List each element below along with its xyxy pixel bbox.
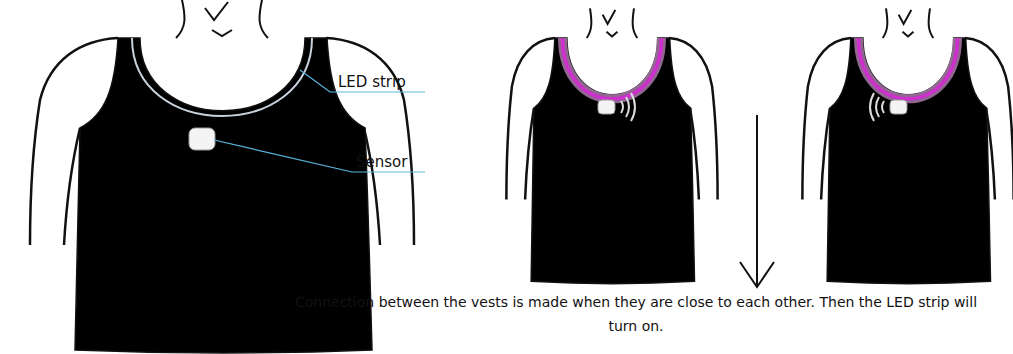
part-label: Sensor xyxy=(356,150,407,174)
note-text: Connection between the vests is made whe… xyxy=(280,290,992,338)
part-label: LED strip xyxy=(338,70,406,94)
